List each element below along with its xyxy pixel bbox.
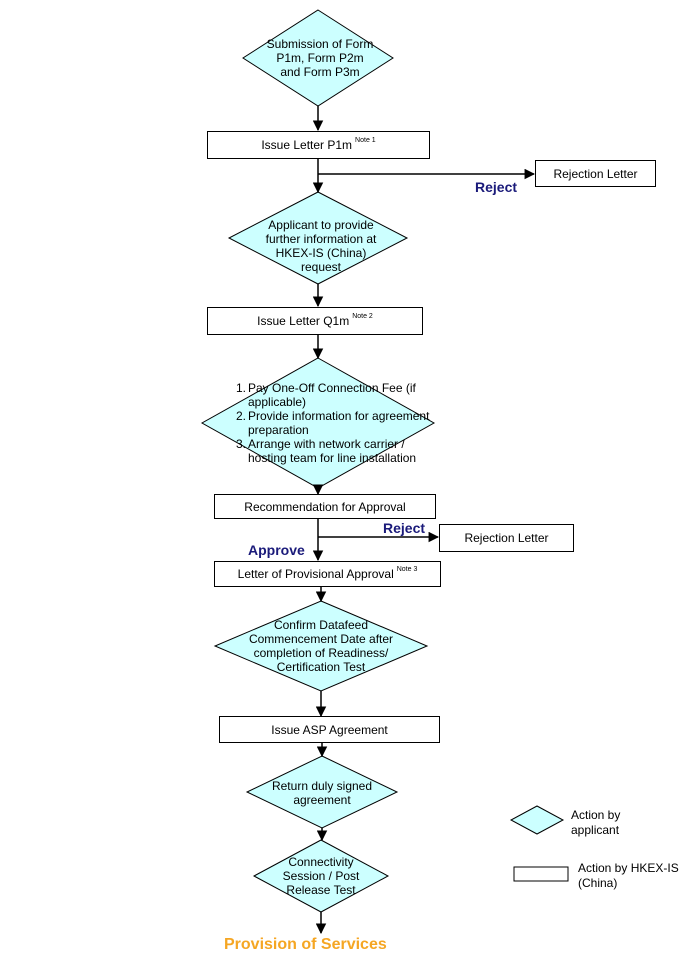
legend-diamond-icon <box>509 805 565 835</box>
submission-label: Submission of Form P1m, Form P2m and For… <box>266 37 374 79</box>
legend-hkex-text: Action by HKEX-IS (China) <box>578 861 679 890</box>
pay-fee-item-3: 3.Arrange with network carrier / hosting… <box>236 437 417 465</box>
rejection-letter-box-2: Rejection Letter <box>439 524 574 552</box>
approve-label: Approve <box>248 542 305 558</box>
legend-box-icon <box>513 866 569 882</box>
note-3: Note 3 <box>396 565 418 573</box>
note-1: Note 1 <box>355 136 376 144</box>
further-info-label: Applicant to provide further information… <box>265 218 377 274</box>
pay-fee-item-2: 2.Provide information for agreement prep… <box>236 409 430 437</box>
issue-q1m-label: Issue Letter Q1m <box>257 314 350 328</box>
note-2: Note 2 <box>352 312 373 320</box>
legend-applicant-text: Action by applicant <box>571 808 621 837</box>
issue-asp-box: Issue ASP Agreement <box>219 716 440 743</box>
provisional-approval-label: Letter of Provisional Approval <box>237 567 394 581</box>
rejection-letter-label: Rejection Letter <box>553 166 638 181</box>
return-signed-label: Return duly signed agreement <box>271 779 373 807</box>
recommendation-box: Recommendation for Approval <box>214 494 436 519</box>
provision-of-services: Provision of Services <box>224 936 387 953</box>
pay-fee-item-1: 1.Pay One-Off Connection Fee (if applica… <box>236 381 416 409</box>
issue-p1m-label: Issue Letter P1m <box>261 138 353 152</box>
issue-asp-label: Issue ASP Agreement <box>271 722 388 737</box>
reject-label-2: Reject <box>383 520 426 536</box>
pay-fee-list: 1.Pay One-Off Connection Fee (if applica… <box>236 381 432 465</box>
recommendation-label: Recommendation for Approval <box>244 499 406 514</box>
connectivity-label: Connectivity Session / Post Release Test <box>282 855 360 897</box>
rejection-letter-box-1: Rejection Letter <box>535 160 656 187</box>
confirm-label: Confirm Datafeed Commencement Date after… <box>248 618 394 674</box>
reject-label-1: Reject <box>475 179 518 195</box>
rejection-letter-label: Rejection Letter <box>464 531 549 545</box>
